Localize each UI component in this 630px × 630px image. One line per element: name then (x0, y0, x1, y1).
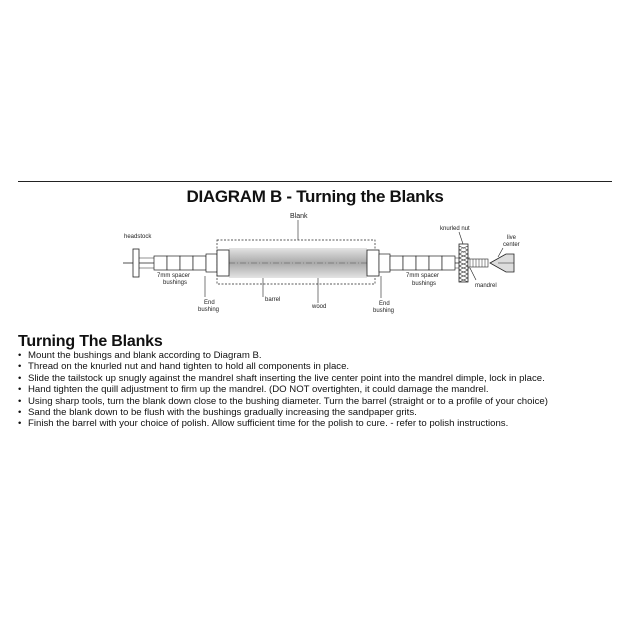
instruction-list: Mount the bushings and blank according t… (18, 350, 618, 430)
top-divider (18, 181, 612, 182)
right-spacer-bushings (378, 253, 456, 273)
label-end-bushing-right-line1: End (379, 301, 390, 307)
list-item: Mount the bushings and blank according t… (18, 350, 618, 362)
label-end-bushing-left-line1: End (204, 300, 215, 306)
end-bushing-right (366, 249, 380, 277)
list-item: Thread on the knurled nut and hand tight… (18, 361, 618, 373)
label-spacer-left-line1: 7mm spacer (157, 273, 190, 279)
live-center-shape (489, 253, 515, 273)
list-item: Sand the blank down to be flush with the… (18, 407, 618, 419)
label-barrel: barrel (265, 297, 280, 303)
label-wood: wood (311, 304, 326, 310)
headstock-shape (123, 248, 140, 278)
label-headstock: headstock (124, 234, 152, 240)
list-item: Hand tighten the quill adjustment to fir… (18, 384, 618, 396)
knurled-nut-shape (458, 243, 469, 283)
left-spacer-bushings (153, 253, 218, 273)
label-mandrel: mandrel (475, 283, 497, 289)
label-spacer-left-line2: bushings (163, 280, 187, 286)
end-bushing-left (216, 249, 230, 277)
label-end-bushing-left-line2: bushing (198, 307, 219, 313)
diagram-title: DIAGRAM B - Turning the Blanks (186, 187, 444, 206)
label-knurled-nut: knurled nut (440, 226, 470, 232)
label-live-center-line1: live (507, 235, 517, 241)
label-spacer-right-line1: 7mm spacer (406, 273, 439, 279)
list-item: Slide the tailstock up snugly against th… (18, 373, 618, 385)
list-item: Using sharp tools, turn the blank down c… (18, 396, 618, 408)
list-item: Finish the barrel with your choice of po… (18, 418, 618, 430)
section-heading: Turning The Blanks (18, 333, 163, 350)
label-live-center-line2: center (503, 242, 520, 248)
mandrel-diagram: Blank headstock knurled nut live center … (123, 213, 520, 314)
label-blank: Blank (290, 213, 308, 220)
label-end-bushing-right-line2: bushing (373, 308, 394, 314)
label-spacer-right-line2: bushings (412, 281, 436, 287)
